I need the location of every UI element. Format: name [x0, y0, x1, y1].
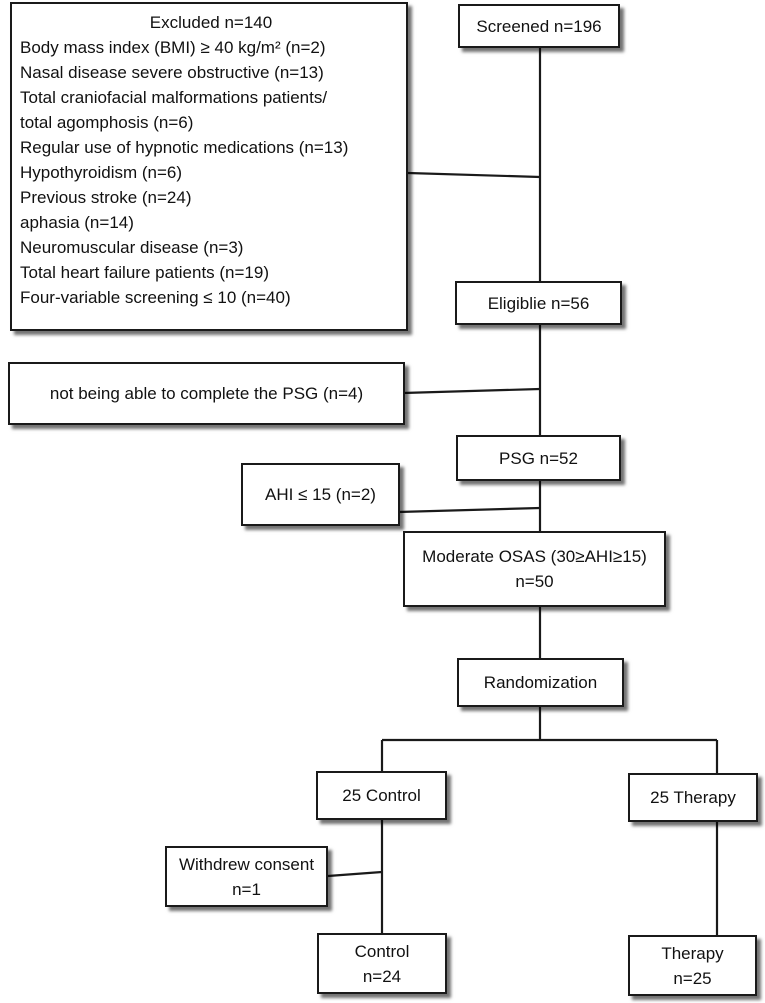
eligible-box: Eligiblie n=56	[455, 281, 622, 325]
withdrew-consent-box: Withdrew consent n=1	[165, 846, 328, 907]
ahi-exclusion-box: AHI ≤ 15 (n=2)	[241, 463, 400, 526]
excluded-item: Total heart failure patients (n=19)	[20, 263, 270, 282]
control-final-count: n=24	[362, 966, 402, 986]
psg-exclusion-box: not being able to complete the PSG (n=4)	[8, 362, 405, 425]
excluded-box: Excluded n=140 Body mass index (BMI) ≥ 4…	[10, 2, 408, 331]
moderate-osas-label: Moderate OSAS (30≥AHI≥15)	[422, 547, 647, 566]
therapy-arm-box: 25 Therapy	[628, 773, 758, 822]
excluded-item: total agomphosis (n=6)	[20, 113, 194, 132]
excluded-title: Excluded n=140	[149, 13, 273, 32]
excluded-item: Regular use of hypnotic medications (n=1…	[20, 138, 349, 157]
screened-label: Screened n=196	[476, 16, 602, 36]
therapy-arm-label: 25 Therapy	[650, 788, 736, 807]
connector-ahi-exclusion	[397, 506, 541, 514]
randomization-box: Randomization	[457, 658, 624, 707]
psg-label: PSG n=52	[499, 448, 578, 468]
connector-withdrew	[327, 870, 383, 878]
moderate-osas-box: Moderate OSAS (30≥AHI≥15) n=50	[403, 531, 666, 607]
therapy-final-label: Therapy	[661, 943, 724, 963]
control-final-box: Control n=24	[317, 933, 447, 994]
moderate-osas-count: n=50	[515, 572, 554, 591]
ahi-exclusion-label: AHI ≤ 15 (n=2)	[265, 485, 376, 504]
control-arm-label: 25 Control	[342, 786, 421, 805]
psg-box: PSG n=52	[456, 435, 621, 481]
excluded-item: Previous stroke (n=24)	[20, 188, 192, 207]
excluded-item: Body mass index (BMI) ≥ 40 kg/m² (n=2)	[20, 38, 326, 57]
control-final-label: Control	[354, 941, 410, 961]
psg-exclusion-label: not being able to complete the PSG (n=4)	[49, 384, 364, 403]
screened-box: Screened n=196	[458, 4, 620, 48]
excluded-item: Nasal disease severe obstructive (n=13)	[20, 63, 324, 82]
therapy-final-box: Therapy n=25	[628, 935, 757, 996]
eligible-label: Eligiblie n=56	[487, 293, 590, 313]
connector-excluded	[407, 171, 541, 179]
excluded-item: Total craniofacial malformations patient…	[20, 88, 328, 107]
randomization-label: Randomization	[483, 673, 598, 692]
withdrew-consent-label: Withdrew consent	[178, 854, 315, 874]
connector-psg-exclusion	[402, 387, 541, 395]
excluded-item: Four-variable screening ≤ 10 (n=40)	[20, 288, 291, 307]
excluded-item: Hypothyroidism (n=6)	[20, 163, 183, 182]
excluded-item: Neuromuscular disease (n=3)	[20, 238, 244, 257]
therapy-final-count: n=25	[673, 968, 712, 988]
control-arm-box: 25 Control	[316, 771, 447, 820]
excluded-item: aphasia (n=14)	[20, 213, 134, 232]
withdrew-consent-count: n=1	[232, 879, 261, 899]
